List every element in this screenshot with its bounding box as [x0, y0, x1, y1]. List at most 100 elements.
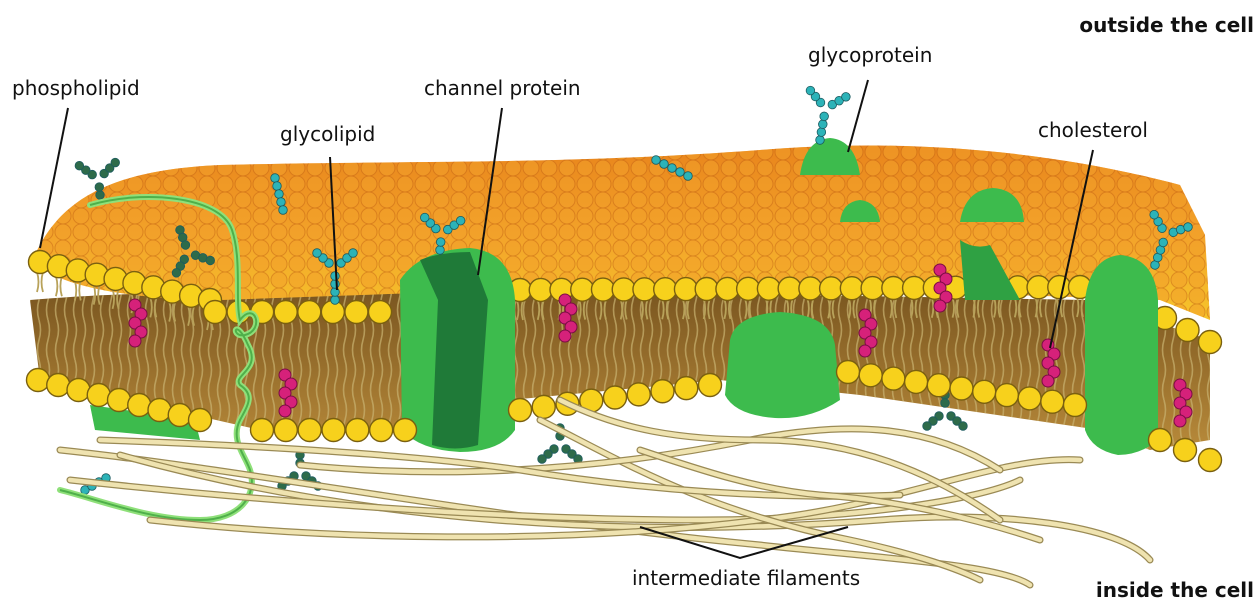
lipid-head: [861, 277, 884, 300]
lipid-head: [108, 389, 131, 412]
lipid-head: [840, 277, 863, 300]
lipid-head: [612, 278, 635, 301]
sugar-bead: [420, 213, 429, 222]
lipid-head: [882, 277, 905, 300]
cholesterol-bead: [559, 330, 571, 342]
intermediate-filaments-front: [60, 400, 1150, 585]
lipid-head: [654, 278, 677, 301]
lipid-head: [778, 277, 801, 300]
sugar-bead: [95, 182, 104, 191]
leader-glycoprotein: [848, 80, 868, 152]
glycoprotein-label: glycoprotein: [808, 45, 932, 65]
sugar-bead: [456, 216, 465, 225]
lipid-head: [1064, 394, 1087, 417]
sugar-bead: [75, 161, 84, 170]
lipid-head: [674, 278, 697, 301]
lipid-head: [1018, 387, 1041, 410]
lipid-head: [799, 277, 822, 300]
lipid-head: [837, 361, 860, 384]
lipid-head: [1048, 276, 1071, 299]
lipid-head: [87, 384, 110, 407]
cholesterol-bead: [1042, 375, 1054, 387]
peripheral-protein-center: [725, 312, 840, 418]
lipid-head: [274, 301, 297, 324]
cholesterol-bead: [1174, 415, 1186, 427]
lipid-head: [189, 409, 212, 432]
lipid-head: [274, 419, 297, 442]
sugar-bead: [436, 237, 445, 246]
sugar-bead: [273, 182, 282, 191]
sugar-bead: [277, 198, 286, 207]
lipid-head: [627, 383, 650, 406]
sugar-bead: [941, 399, 950, 408]
lipid-head: [699, 374, 722, 397]
lipid-head: [757, 277, 780, 300]
cholesterol-bead: [129, 335, 141, 347]
sugar-bead: [652, 156, 661, 165]
inside-the-cell-label: inside the cell: [1096, 580, 1254, 600]
outside-the-cell-label: outside the cell: [1079, 15, 1254, 35]
sugar-bead: [676, 168, 685, 177]
cholesterol-bead: [859, 345, 871, 357]
lipid-head: [204, 301, 227, 324]
lipid-head: [927, 374, 950, 397]
cholesterol-bead: [279, 405, 291, 417]
lipid-head: [394, 419, 417, 442]
lipid-head: [591, 278, 614, 301]
lipid-head: [47, 374, 70, 397]
lipid-head: [148, 399, 171, 422]
sugar-chain: [797, 86, 851, 149]
lipid-head: [820, 277, 843, 300]
lipid-head: [882, 367, 905, 390]
lipid-head: [509, 399, 532, 422]
lipid-head: [298, 301, 321, 324]
sugar-bead: [331, 272, 340, 281]
sugar-bead: [349, 249, 358, 258]
lipid-head: [737, 277, 760, 300]
intermediate-filaments-label: intermediate filaments: [632, 568, 860, 588]
sugar-bead: [684, 172, 693, 181]
lipid-head: [322, 419, 345, 442]
lipid-head: [369, 301, 392, 324]
lipid-head: [529, 278, 552, 301]
phospholipid-label: phospholipid: [12, 78, 140, 98]
lipid-head: [1199, 449, 1222, 472]
glycolipid-label: glycolipid: [280, 124, 375, 144]
sugar-bead: [111, 158, 120, 167]
sugar-bead: [331, 280, 340, 289]
lipid-tail: [37, 272, 43, 292]
lipid-head: [675, 377, 698, 400]
lipid-head: [903, 276, 926, 299]
lipid-head: [1174, 439, 1197, 462]
lipid-head: [168, 404, 191, 427]
sugar-bead: [959, 422, 968, 431]
lipid-head: [973, 380, 996, 403]
filament: [540, 420, 980, 580]
lipid-head: [651, 380, 674, 403]
lipid-head: [716, 277, 739, 300]
sugar-bead: [923, 422, 932, 431]
transmembrane-protein-right: [1085, 255, 1158, 455]
sugar-bead: [331, 296, 340, 305]
lipid-head: [298, 419, 321, 442]
lipid-head: [1041, 390, 1064, 413]
channel-protein: [400, 248, 515, 452]
lipid-head: [633, 278, 656, 301]
lipid-head: [67, 379, 90, 402]
lipid-head: [604, 386, 627, 409]
sugar-bead: [435, 245, 444, 254]
channel-protein-label: channel protein: [424, 78, 581, 98]
lipid-head: [27, 369, 50, 392]
lipid-head: [859, 364, 882, 387]
sugar-bead: [271, 174, 280, 183]
lipid-head: [1149, 429, 1172, 452]
lipid-head: [251, 419, 274, 442]
lipid-head: [345, 301, 368, 324]
sugar-bead: [331, 288, 340, 297]
sugar-bead: [275, 190, 284, 199]
lipid-head: [370, 419, 393, 442]
sugar-bead: [313, 249, 322, 258]
sugar-bead: [95, 190, 104, 199]
